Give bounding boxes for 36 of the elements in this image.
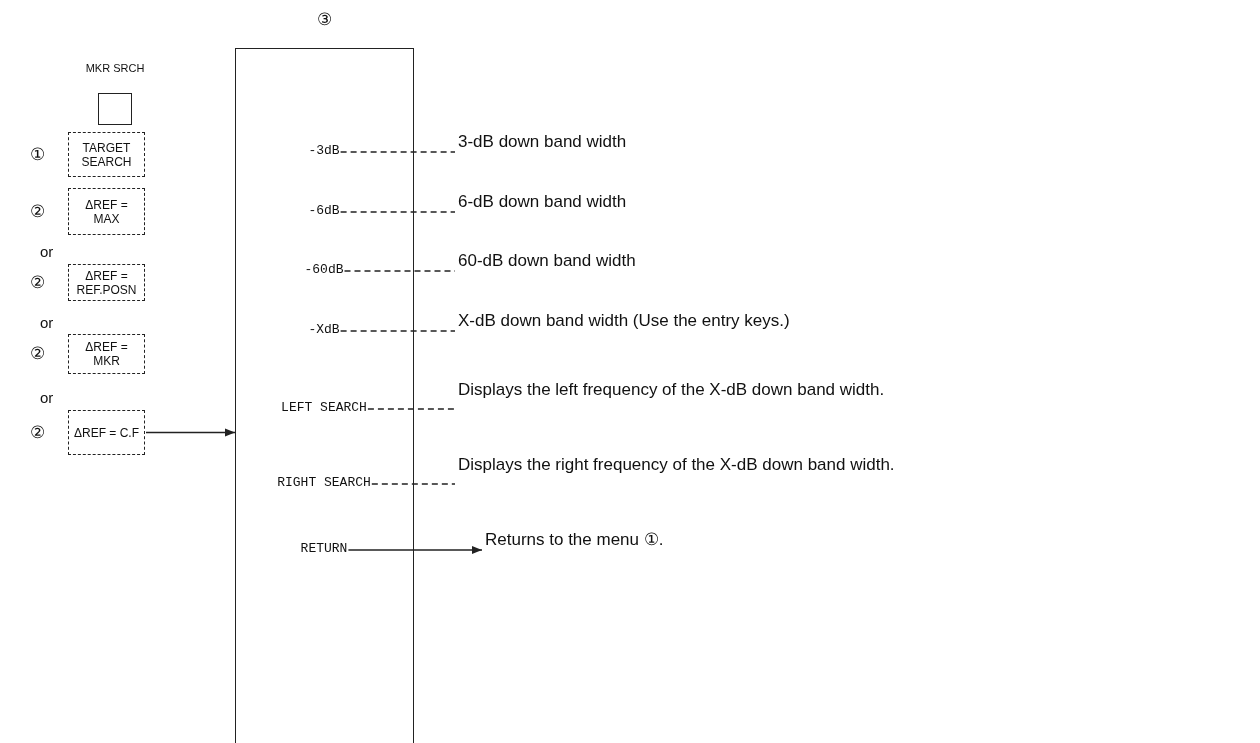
softkey-label: RIGHT SEARCH [277, 474, 371, 492]
key-label: MKR SRCH [84, 62, 146, 74]
description-text: 6-dB down band width [458, 192, 858, 212]
softkey-label: LEFT SEARCH [281, 399, 367, 417]
leader-line [339, 211, 456, 213]
softkey-label: -6dB [308, 202, 340, 220]
leader-line [339, 151, 456, 153]
description-text: Returns to the menu ①. [485, 530, 885, 550]
menu-number: ③ [316, 9, 333, 30]
step-number: ② [28, 421, 46, 443]
leader-line [367, 408, 456, 410]
softkey-box: ΔREF = MKR [68, 334, 145, 374]
arrow [145, 428, 236, 437]
softkey-box: ΔREF = REF.POSN [68, 264, 145, 301]
softkey-box: ΔREF = C.F [68, 410, 145, 455]
connector-word: or [40, 389, 54, 406]
description-text: 60-dB down band width [458, 251, 858, 271]
step-number: ② [28, 200, 46, 222]
softkey-box: ΔREF = MAX [68, 188, 145, 235]
softkey-label: -XdB [308, 321, 340, 339]
leader-line [339, 330, 456, 332]
description-text: Displays the left frequency of the X-dB down band width. [458, 380, 978, 400]
connector-word: or [40, 314, 54, 331]
arrow [347, 545, 483, 555]
description-text: 3-dB down band width [458, 132, 858, 152]
step-number: ② [28, 343, 46, 364]
softkey-label: -3dB [308, 142, 340, 160]
connector-word: or [40, 243, 54, 260]
leader-line [371, 483, 456, 485]
softkey-box: TARGET SEARCH [68, 132, 145, 177]
description-text: X-dB down band width (Use the entry keys.) [458, 311, 858, 331]
softkey-label: -60dB [304, 261, 344, 279]
step-number: ② [28, 271, 46, 293]
description-text: Displays the right frequency of the X-dB down band width. [458, 455, 978, 475]
softkey-label: RETURN [300, 540, 348, 558]
step-number: ① [28, 143, 46, 165]
